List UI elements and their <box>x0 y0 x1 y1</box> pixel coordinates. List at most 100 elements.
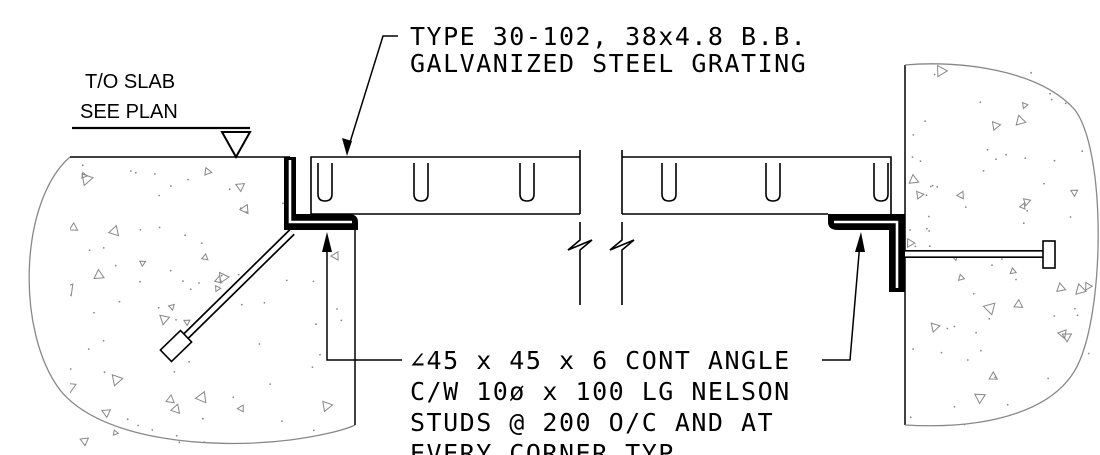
aggregate-dot <box>909 416 912 419</box>
aggregate-dot <box>118 300 121 303</box>
aggregate-triangle <box>982 302 996 316</box>
aggregate-dot <box>39 332 41 334</box>
aggregate-triangle <box>70 221 79 231</box>
aggregate-dot <box>285 279 288 282</box>
aggregate-dot <box>1026 209 1029 212</box>
aggregate-dot <box>93 311 95 314</box>
aggregate-dot <box>1069 216 1072 218</box>
aggregate-dot <box>245 211 248 214</box>
aggregate-triangle <box>908 173 920 184</box>
aggregate-triangle <box>218 271 230 284</box>
aggregate-dot <box>912 348 914 350</box>
angle-note-leader-left <box>322 232 402 361</box>
aggregate-triangle <box>236 404 244 413</box>
top-of-slab-marker <box>72 126 252 160</box>
aggregate-dot <box>1015 278 1017 281</box>
aggregate-dot <box>237 273 240 276</box>
aggregate-triangle <box>112 429 120 436</box>
aggregate-dot <box>282 202 284 205</box>
right-support-angle <box>828 214 905 292</box>
aggregate-dot <box>928 230 930 232</box>
aggregate-dot <box>57 223 59 225</box>
aggregate-dot <box>220 274 223 277</box>
aggregate-dot <box>178 441 181 444</box>
aggregate-dot <box>269 383 272 385</box>
aggregate-triangle <box>165 394 175 404</box>
aggregate-dot <box>946 327 949 330</box>
aggregate-dot <box>926 227 928 230</box>
aggregate-dot <box>56 183 58 185</box>
left-concrete-slab <box>28 156 356 447</box>
aggregate-dot <box>182 280 184 282</box>
aggregate-triangle <box>169 403 181 415</box>
aggregate-dot <box>102 247 105 249</box>
aggregate-dot <box>919 160 922 163</box>
aggregate-dot <box>1005 153 1007 156</box>
aggregate-dot <box>198 282 200 284</box>
aggregate-dot <box>158 194 161 197</box>
angle-note-line4: EVERY CORNER TYP. <box>410 439 691 455</box>
grating-break-symbols <box>567 222 635 305</box>
aggregate-dot <box>114 264 117 267</box>
aggregate-dot <box>1024 157 1027 160</box>
aggregate-dot <box>991 264 993 266</box>
aggregate-dot <box>1006 403 1009 406</box>
aggregate-dot <box>46 267 48 269</box>
aggregate-triangle <box>1075 282 1088 295</box>
aggregate-dot <box>912 134 915 136</box>
aggregate-dot <box>986 148 989 151</box>
aggregate-triangle <box>204 166 213 176</box>
aggregate-dot <box>980 349 982 352</box>
aggregate-dot <box>312 429 315 432</box>
aggregate-dot <box>964 206 967 209</box>
aggregate-dot <box>979 101 982 103</box>
aggregate-dot <box>914 245 917 248</box>
right-wall-breakline <box>904 63 1099 427</box>
aggregate-dot <box>139 280 142 283</box>
aggregate-triangle <box>70 382 77 395</box>
aggregate-dot <box>988 317 991 320</box>
aggregate-dot <box>972 292 975 295</box>
aggregate-dot <box>336 308 338 310</box>
aggregate-dot <box>134 171 137 174</box>
aggregate-dot <box>1050 98 1053 101</box>
aggregate-triangle <box>1009 266 1018 275</box>
aggregate-dot <box>240 303 243 306</box>
aggregate-triangle <box>957 273 966 282</box>
aggregate-triangle <box>991 120 1002 132</box>
aggregate-triangle <box>955 190 964 200</box>
grating-note-line2: GALVANIZED STEEL GRATING <box>410 49 807 78</box>
aggregate-triangle <box>1018 202 1026 210</box>
aggregate-triangle <box>238 203 249 215</box>
aggregate-triangle <box>1056 282 1067 293</box>
aggregate-dot <box>936 185 939 188</box>
aggregate-dot <box>40 273 42 275</box>
left-nelson-stud <box>159 229 295 363</box>
angle-note-line3: STUDS @ 200 O/C AND AT <box>410 408 774 437</box>
aggregate-triangle <box>937 64 949 78</box>
aggregate-dot <box>911 156 914 159</box>
aggregate-dot <box>301 172 304 175</box>
aggregate-dot <box>1022 222 1025 225</box>
aggregate-dot <box>158 226 161 229</box>
aggregate-dot <box>1030 71 1032 74</box>
aggregate-dot <box>126 418 129 421</box>
aggregate-dot <box>153 173 156 175</box>
aggregate-dot <box>203 441 206 444</box>
slab-label-line2: SEE PLAN <box>80 101 178 123</box>
left-slab-breakline <box>28 156 356 445</box>
aggregate-dot <box>1053 315 1056 317</box>
aggregate-dot <box>319 353 321 356</box>
aggregate-triangle <box>93 268 105 280</box>
aggregate-dot <box>228 188 231 191</box>
aggregate-dot <box>311 366 314 368</box>
aggregate-triangle <box>916 190 925 200</box>
aggregate-dot <box>201 417 204 420</box>
aggregate-triangle <box>1069 189 1079 198</box>
aggregate-triangle <box>1022 198 1032 207</box>
aggregate-triangle <box>930 322 941 334</box>
aggregate-dot <box>88 249 91 252</box>
aggregate-triangle <box>1013 298 1024 308</box>
aggregate-dot <box>200 242 203 245</box>
aggregate-dot <box>68 416 70 418</box>
